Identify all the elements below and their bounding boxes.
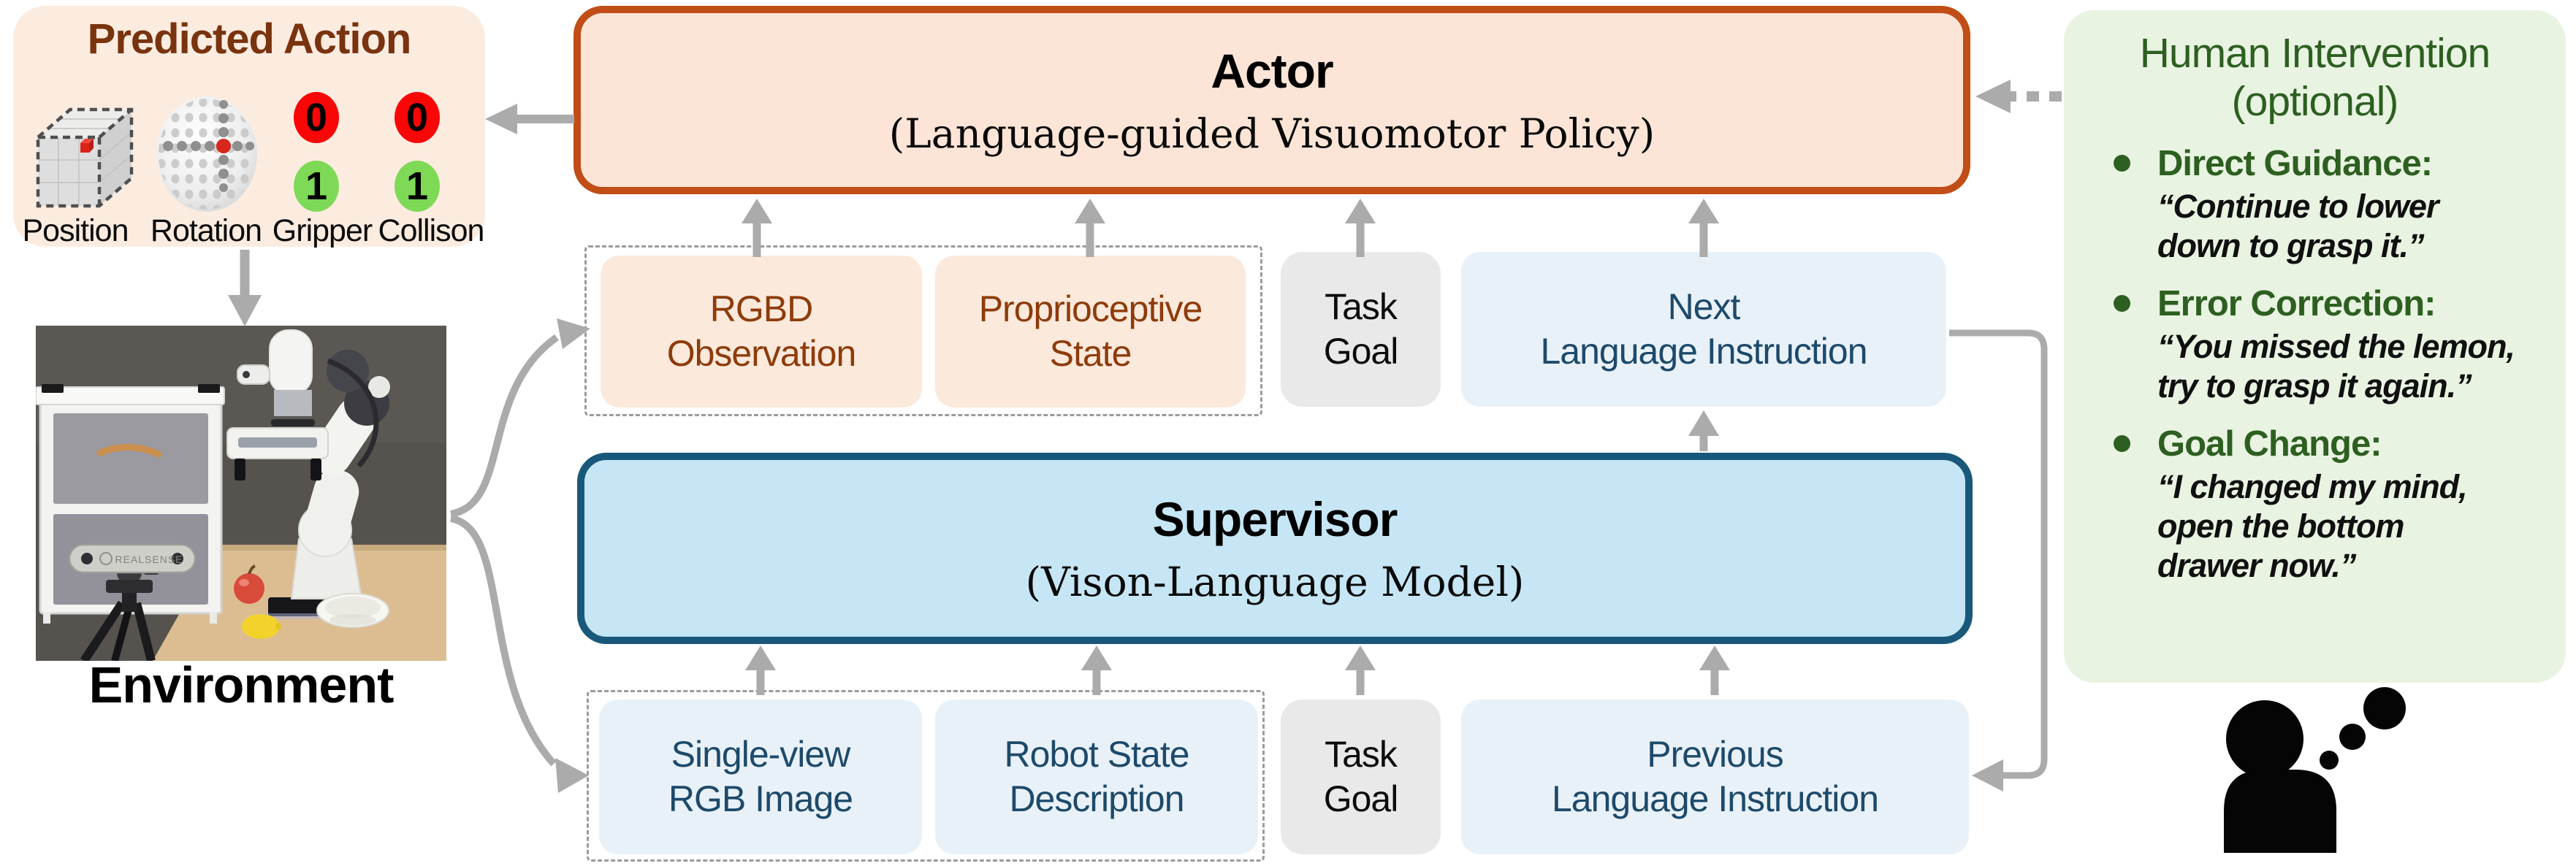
- collison-value-0-badge: 0: [395, 92, 440, 143]
- arrow-actor-to-predicted-action: [485, 104, 574, 134]
- arrow-taskgoal-to-supervisor: [1345, 645, 1376, 695]
- human-user-thinking-icon: [2224, 687, 2406, 853]
- human-bullet-error-correction: Error Correction: “You missed the lemon,…: [2083, 283, 2547, 406]
- arrow-rgbimage-to-supervisor: [745, 645, 776, 695]
- box-label-line: Language Instruction: [1540, 331, 1867, 372]
- rotation-label: Rotation: [150, 213, 262, 248]
- bullet-quote: “You missed the lemon, try to grasp it a…: [2157, 328, 2515, 405]
- arrow-nextlang-to-actor: [1688, 199, 1719, 257]
- bullet-quote: “I changed my mind, open the bottom draw…: [2157, 468, 2468, 584]
- box-label-line: RGB Image: [668, 778, 853, 819]
- supervisor-subtitle: (Vison-Language Model): [1025, 559, 1525, 605]
- arrow-environment-to-actor-inputs: [449, 318, 590, 518]
- position-voxel-cube-icon: [36, 107, 134, 208]
- lemon: [242, 614, 281, 639]
- bowl: [316, 593, 389, 628]
- bullet-heading: Error Correction:: [2157, 284, 2436, 323]
- task-goal-box-actor: Task Goal: [1281, 252, 1441, 407]
- actor-title: Actor: [1211, 44, 1333, 98]
- arrow-prevlang-to-supervisor: [1699, 645, 1730, 695]
- proprioceptive-state-box: Proprioceptive State: [935, 256, 1246, 407]
- human-bullet-direct-guidance: Direct Guidance: “Continue to lower down…: [2083, 143, 2547, 266]
- gripper-value-1-badge: 1: [294, 161, 339, 212]
- supervisor-box: Supervisor (Vison-Language Model): [577, 453, 1973, 644]
- actor-subtitle: (Language-guided Visuomotor Policy): [888, 110, 1655, 157]
- robot-workspace-scene: REALSENSE: [35, 326, 446, 664]
- arrow-predicted-to-environment: [228, 250, 262, 326]
- actor-box: Actor (Language-guided Visuomotor Policy…: [573, 6, 1970, 194]
- human-intervention-subtitle: (optional): [2231, 78, 2399, 125]
- box-label-line: Proprioceptive: [978, 288, 1203, 329]
- collison-value-1-badge: 1: [395, 161, 440, 212]
- environment-label: Environment: [88, 656, 395, 713]
- previous-language-instruction-box: Previous Language Instruction: [1461, 700, 1969, 854]
- box-label-line: Observation: [666, 333, 857, 374]
- single-view-rgb-image-box: Single-view RGB Image: [599, 700, 922, 854]
- gripper-label: Gripper: [272, 213, 373, 248]
- bullet-dot-icon: [2114, 295, 2130, 312]
- environment-photo: REALSENSE: [35, 326, 446, 664]
- box-label-line: Robot State: [1004, 734, 1189, 775]
- box-label-line: Next: [1667, 286, 1741, 327]
- task-goal-box-supervisor: Task Goal: [1281, 700, 1441, 854]
- human-intervention-title: Human Intervention: [2139, 30, 2491, 77]
- box-label-line: Task: [1325, 734, 1398, 775]
- box-label-line: Goal: [1323, 331, 1399, 372]
- apple: [234, 564, 264, 604]
- box-label-line: Task: [1325, 286, 1398, 327]
- supervisor-title: Supervisor: [1152, 492, 1398, 546]
- rotation-dot-sphere-icon: [156, 96, 257, 212]
- human-bullet-goal-change: Goal Change: “I changed my mind, open th…: [2083, 424, 2547, 586]
- box-label-line: Description: [1009, 778, 1184, 819]
- human-intervention-panel: Human Intervention (optional) Direct Gui…: [2064, 10, 2566, 683]
- collison-label: Collison: [378, 213, 485, 248]
- predicted-action-panel: Predicted Action: [13, 6, 485, 248]
- gripper-value-0-badge: 0: [294, 92, 339, 143]
- box-label-line: Language Instruction: [1551, 778, 1879, 819]
- bullet-quote: “Continue to lower down to grasp it.”: [2157, 188, 2439, 264]
- box-label-line: RGBD: [709, 288, 813, 329]
- bullet-heading: Direct Guidance:: [2157, 144, 2433, 183]
- robot-state-description-box: Robot State Description: [935, 700, 1258, 854]
- arrow-supervisor-to-nextlang: [1688, 410, 1719, 451]
- bullet-heading: Goal Change:: [2157, 424, 2382, 464]
- realsense-camera-tripod: REALSENSE: [68, 543, 197, 664]
- predicted-action-title: Predicted Action: [87, 15, 412, 63]
- box-label-line: State: [1049, 333, 1132, 374]
- position-label: Position: [22, 213, 129, 248]
- arrow-human-to-actor-dotted: [1975, 80, 2062, 113]
- robot-arm: [226, 329, 390, 619]
- arrow-environment-to-supervisor-inputs: [449, 515, 589, 793]
- bullet-dot-icon: [2114, 155, 2130, 172]
- box-label-line: Goal: [1323, 778, 1399, 819]
- box-label-line: Single-view: [671, 734, 851, 775]
- bullet-dot-icon: [2114, 435, 2130, 452]
- rgbd-observation-box: RGBD Observation: [601, 256, 922, 407]
- box-label-line: Previous: [1647, 734, 1784, 775]
- camera-brand-text: REALSENSE: [115, 553, 183, 565]
- arrow-taskgoal-to-actor: [1345, 199, 1376, 257]
- arrow-robotstate-to-supervisor: [1081, 645, 1112, 695]
- next-language-instruction-box: Next Language Instruction: [1461, 252, 1946, 407]
